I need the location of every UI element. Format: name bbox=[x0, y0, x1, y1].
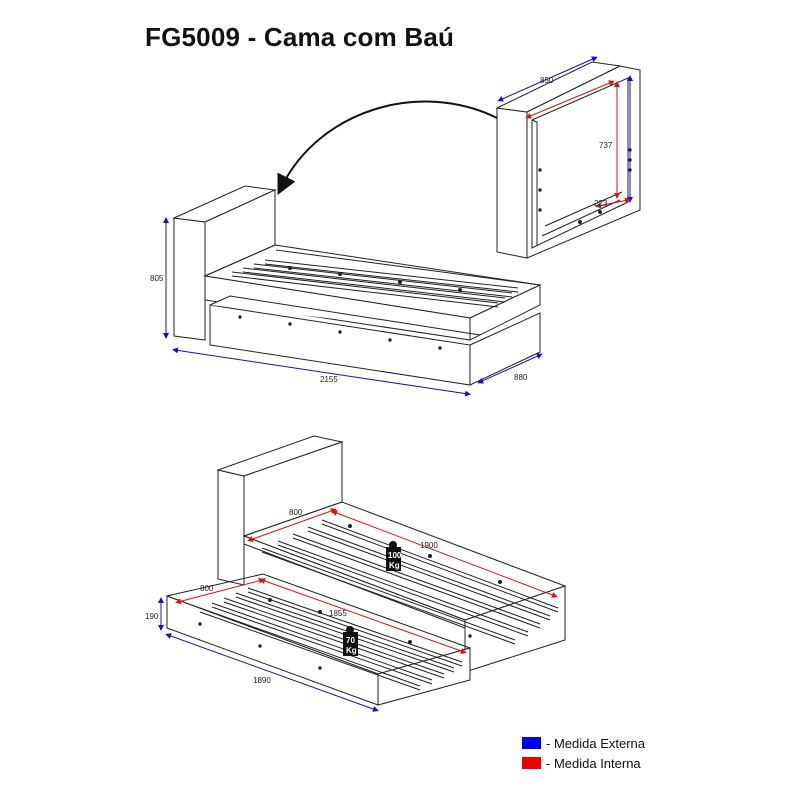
assembly-arrow bbox=[277, 100, 498, 195]
dim-trundle-length: 1855 bbox=[329, 609, 347, 618]
bed-top-slats bbox=[231, 259, 519, 350]
dim-trundle-height: 190 bbox=[145, 612, 159, 621]
dim-top-depth: 223 bbox=[594, 199, 608, 208]
bed-bottom-dimension-lines bbox=[158, 508, 558, 712]
legend-item-external: - Medida Externa bbox=[522, 733, 645, 753]
dim-main-length: 1900 bbox=[420, 541, 438, 550]
dim-trundle-outer-length: 1890 bbox=[253, 676, 271, 685]
page-title: FG5009 - Cama com Baú bbox=[145, 22, 455, 52]
legend-swatch-internal bbox=[522, 757, 541, 769]
dim-bed-depth: 880 bbox=[514, 373, 528, 382]
dim-bed-length: 2155 bbox=[320, 375, 338, 384]
weight-main-value: 100 bbox=[388, 551, 402, 560]
bed-top-drawing bbox=[172, 185, 542, 386]
legend-swatch-external bbox=[522, 737, 541, 749]
legend-label-internal: - Medida Interna bbox=[546, 755, 641, 771]
legend-label-external: - Medida Externa bbox=[546, 735, 645, 751]
weight-trundle-value: 70 bbox=[346, 636, 355, 645]
dim-main-width: 800 bbox=[289, 508, 303, 517]
weight-tag-trundle: 70 Kg bbox=[343, 626, 358, 656]
bed-top-dimension-lines bbox=[163, 217, 543, 397]
weight-main-unit: Kg bbox=[389, 561, 400, 570]
dim-trundle-width: 800 bbox=[200, 584, 214, 593]
legend-item-internal: - Medida Interna bbox=[522, 753, 645, 773]
weight-trundle-unit: Kg bbox=[346, 646, 357, 655]
dim-top-width: 850 bbox=[540, 76, 554, 85]
bed-bottom-drawing bbox=[165, 435, 567, 706]
dim-top-height: 737 bbox=[599, 141, 613, 150]
legend: - Medida Externa - Medida Interna bbox=[522, 733, 645, 773]
shelf-dimension-lines bbox=[497, 56, 633, 209]
weight-tag-main: 100 Kg bbox=[386, 541, 402, 571]
dim-bed-height: 805 bbox=[150, 274, 164, 283]
